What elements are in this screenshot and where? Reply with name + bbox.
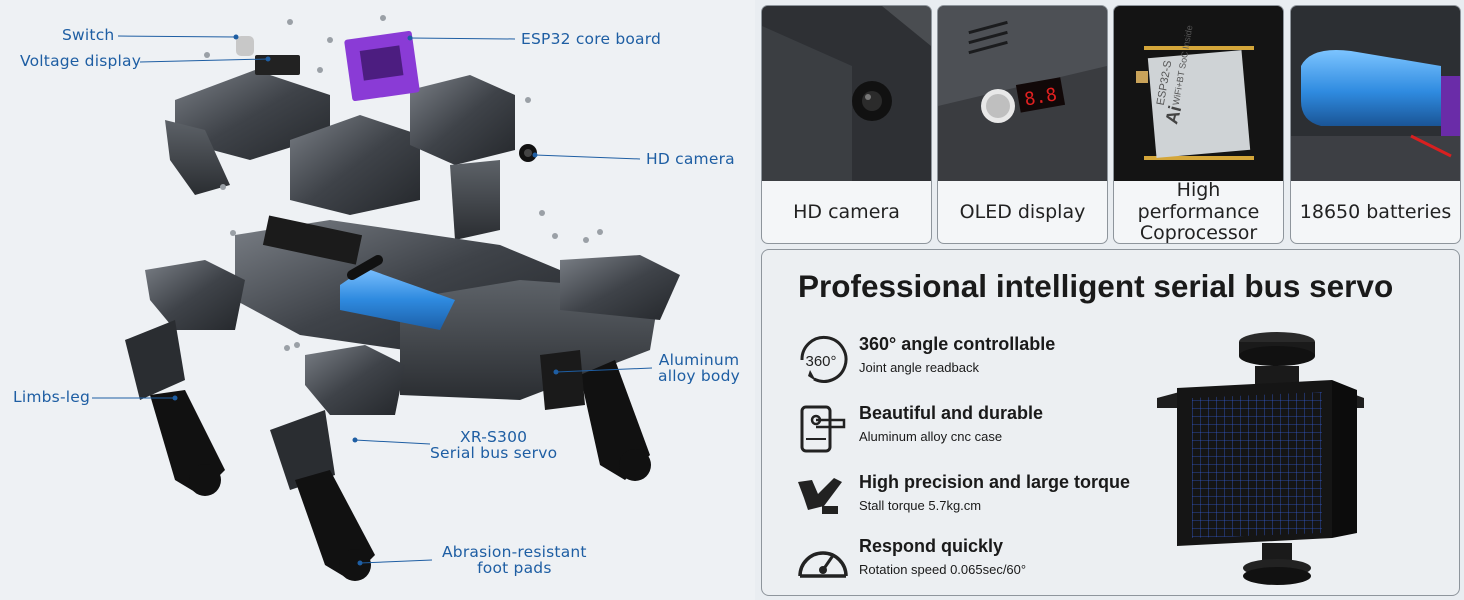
card-label: 18650 batteries <box>1299 200 1452 223</box>
voltage-display-part <box>255 55 300 75</box>
angle-360-icon: 360° <box>800 335 848 383</box>
feature-durable: Beautiful and durable Aluminum alloy cnc… <box>794 403 1154 463</box>
oled-display-photo: 8.8 <box>938 6 1107 181</box>
case-icon <box>800 405 846 453</box>
esp32-chip-photo: Ai ESP32-S WiFi+BT SoC Inside <box>1114 6 1283 181</box>
rear-left-shoulder <box>305 345 405 415</box>
callout-serial-servo: XR-S300 Serial bus servo <box>430 428 558 463</box>
front-left-shoulder <box>145 260 245 330</box>
card-hd-camera: HD camera <box>761 5 932 244</box>
servo-body <box>540 350 585 410</box>
speedometer-icon <box>798 551 848 578</box>
chip-logo: Ai <box>1161 103 1185 126</box>
feature-speed: Respond quickly Rotation speed 0.065sec/… <box>794 536 1154 596</box>
top-cover-plate <box>175 70 330 160</box>
card-label: High performance Coprocessor <box>1137 178 1260 244</box>
screws <box>204 15 603 351</box>
rear-top-plate <box>290 115 420 215</box>
servo-image <box>1157 332 1364 585</box>
robot-dog-illustration <box>92 15 680 581</box>
front-left-upper-leg <box>125 320 185 400</box>
left-front-bracket <box>165 120 230 195</box>
battery-18650 <box>340 268 455 330</box>
callout-foot-pads: Abrasion-resistant foot pads <box>442 543 587 578</box>
hd-camera-photo <box>762 6 931 181</box>
callout-lines <box>92 35 653 564</box>
card-oled-display: 8.8 OLED display <box>937 5 1108 244</box>
callout-limbs-leg: Limbs-leg <box>13 388 91 406</box>
front-right-plate <box>560 255 680 320</box>
servo-title: Professional intelligent serial bus serv… <box>798 268 1394 304</box>
rear-left-upper-leg <box>270 410 335 490</box>
callout-esp32: ESP32 core board <box>521 30 662 48</box>
exploded-view-panel: Switch Voltage display ESP32 core board … <box>13 15 741 581</box>
feature-angle: 360° 360° angle controllable Joint angle… <box>794 334 1154 394</box>
switch-part <box>236 36 254 56</box>
card-batteries: 18650 batteries <box>1290 5 1461 244</box>
camera-mount <box>450 160 500 240</box>
svg-text:360°: 360° <box>805 353 836 370</box>
card-label: OLED display <box>959 200 1086 223</box>
servo-feature-panel: Professional intelligent serial bus serv… <box>761 249 1460 596</box>
camera-head-box <box>410 75 515 165</box>
callout-switch: Switch <box>62 26 115 44</box>
control-pcb <box>262 215 363 265</box>
torque-arm-icon <box>798 478 842 514</box>
feature-torque: High precision and large torque Stall to… <box>794 472 1154 532</box>
callout-hd-camera: HD camera <box>646 150 735 168</box>
callout-voltage-display: Voltage display <box>20 52 142 70</box>
card-coprocessor: Ai ESP32-S WiFi+BT SoC Inside High perfo… <box>1113 5 1284 244</box>
battery-photo <box>1291 6 1460 181</box>
callout-aluminum-body: Aluminum alloy body <box>658 351 741 386</box>
card-label: HD camera <box>793 200 900 223</box>
